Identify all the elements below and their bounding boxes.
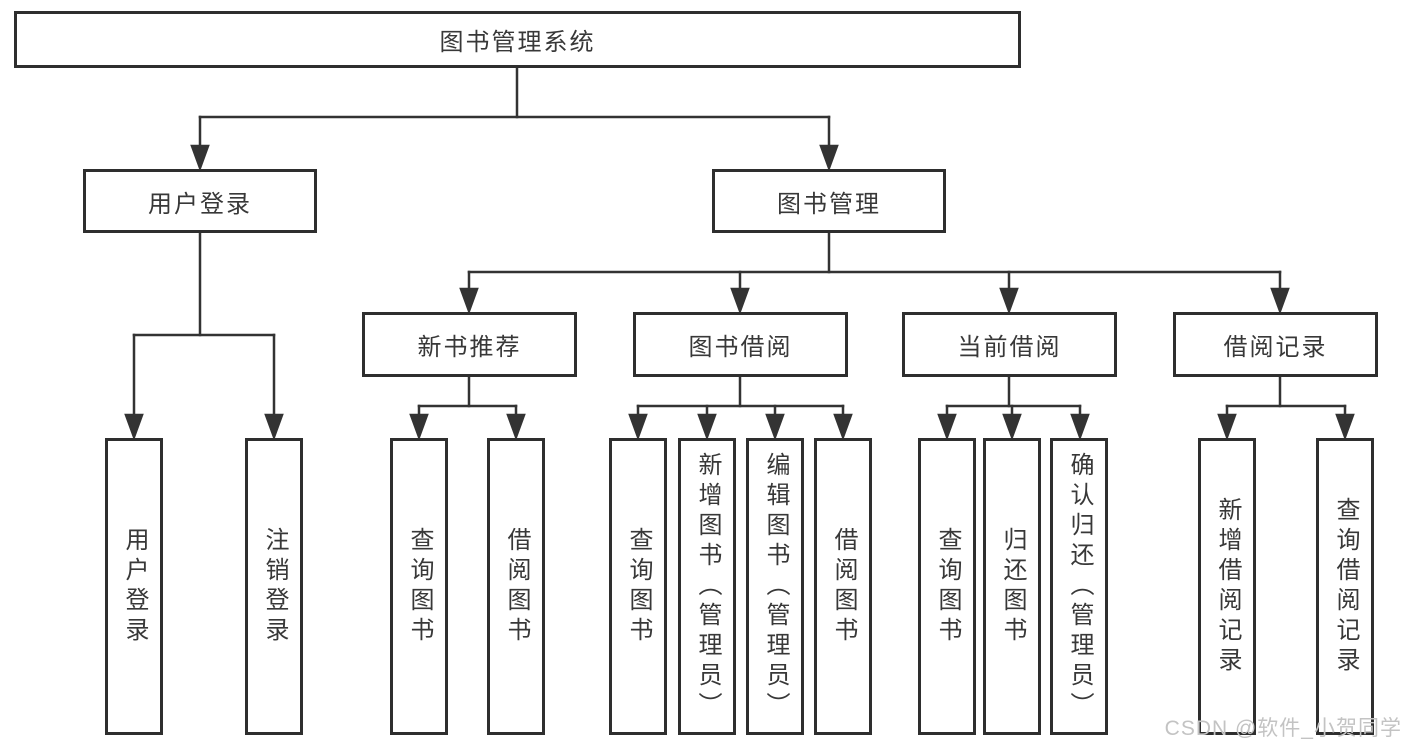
connector-new-book-recommend-children <box>409 375 526 441</box>
connector-root-children <box>190 66 839 172</box>
connector-book-management-children <box>459 231 1290 315</box>
node-user-login-label: 用户登录 <box>148 190 252 218</box>
node-book-management: 图书管理 <box>712 169 946 233</box>
node-leaf-query-books-borrow: 查询图书 <box>609 438 667 735</box>
node-leaf-borrow-books-recommend: 借阅图书 <box>487 438 545 735</box>
connector-current-borrow-children <box>937 375 1090 441</box>
node-leaf-return-books: 归还图书 <box>983 438 1041 735</box>
node-borrow-records-label: 借阅记录 <box>1223 334 1328 361</box>
connector-borrow-records-children <box>1217 375 1355 441</box>
node-current-borrow-label: 当前借阅 <box>957 334 1062 361</box>
node-new-book-recommend: 新书推荐 <box>362 312 577 377</box>
connector-user-login-children <box>124 231 284 441</box>
node-leaf-query-borrow-record: 查询借阅记录 <box>1316 438 1374 735</box>
node-leaf-add-book-admin: 新增图书（管理员） <box>678 438 736 735</box>
node-book-borrow-label: 图书借阅 <box>688 334 793 361</box>
node-borrow-records: 借阅记录 <box>1173 312 1378 377</box>
connector-book-borrow-children <box>628 375 853 441</box>
node-book-management-label: 图书管理 <box>777 190 881 218</box>
node-book-borrow: 图书借阅 <box>633 312 848 377</box>
node-leaf-user-login: 用户登录 <box>105 438 163 735</box>
node-root-label: 图书管理系统 <box>439 29 596 56</box>
node-leaf-edit-book-admin: 编辑图书（管理员） <box>746 438 804 735</box>
node-leaf-logout: 注销登录 <box>245 438 303 735</box>
node-new-book-recommend-label: 新书推荐 <box>417 334 522 361</box>
watermark-text: CSDN @软件_小贺同学 <box>1164 717 1402 740</box>
node-leaf-query-books-recommend: 查询图书 <box>390 438 448 735</box>
node-leaf-query-books-current: 查询图书 <box>918 438 976 735</box>
node-root: 图书管理系统 <box>14 11 1021 68</box>
node-leaf-borrow-books: 借阅图书 <box>814 438 872 735</box>
node-user-login: 用户登录 <box>83 169 317 233</box>
node-leaf-confirm-return-admin: 确认归还（管理员） <box>1050 438 1108 735</box>
node-current-borrow: 当前借阅 <box>902 312 1117 377</box>
node-leaf-add-borrow-record: 新增借阅记录 <box>1198 438 1256 735</box>
